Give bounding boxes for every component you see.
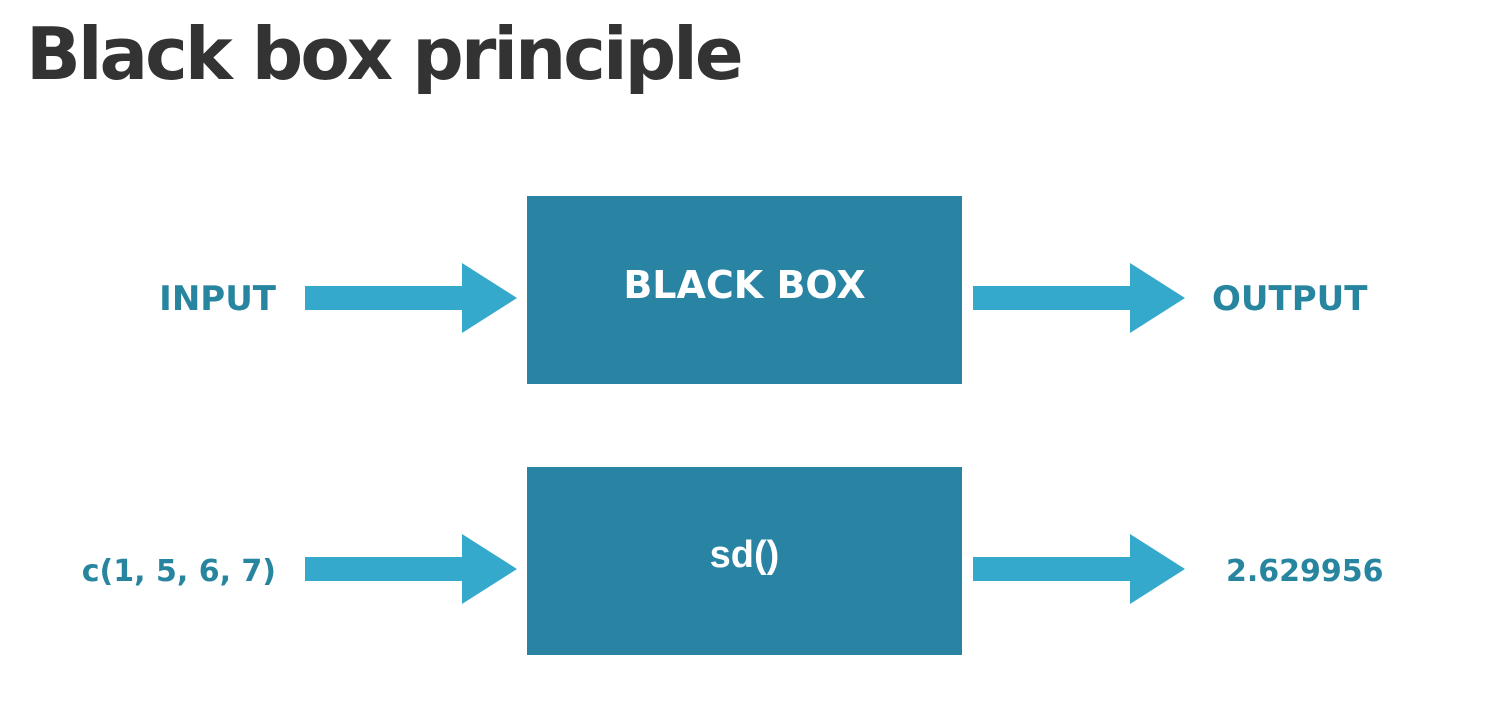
output-label: OUTPUT — [1212, 279, 1368, 319]
page-title: Black box principle — [26, 12, 744, 96]
arrow-right-icon — [305, 263, 517, 333]
function-box: sd() — [527, 467, 962, 655]
arrow-right-icon — [973, 263, 1185, 333]
black-box: BLACK BOX — [527, 196, 962, 384]
arrow-right-icon — [973, 534, 1185, 604]
arrow-right-icon — [305, 534, 517, 604]
example-input: c(1, 5, 6, 7) — [81, 554, 276, 589]
example-output: 2.629956 — [1226, 554, 1384, 589]
input-label: INPUT — [159, 279, 276, 319]
